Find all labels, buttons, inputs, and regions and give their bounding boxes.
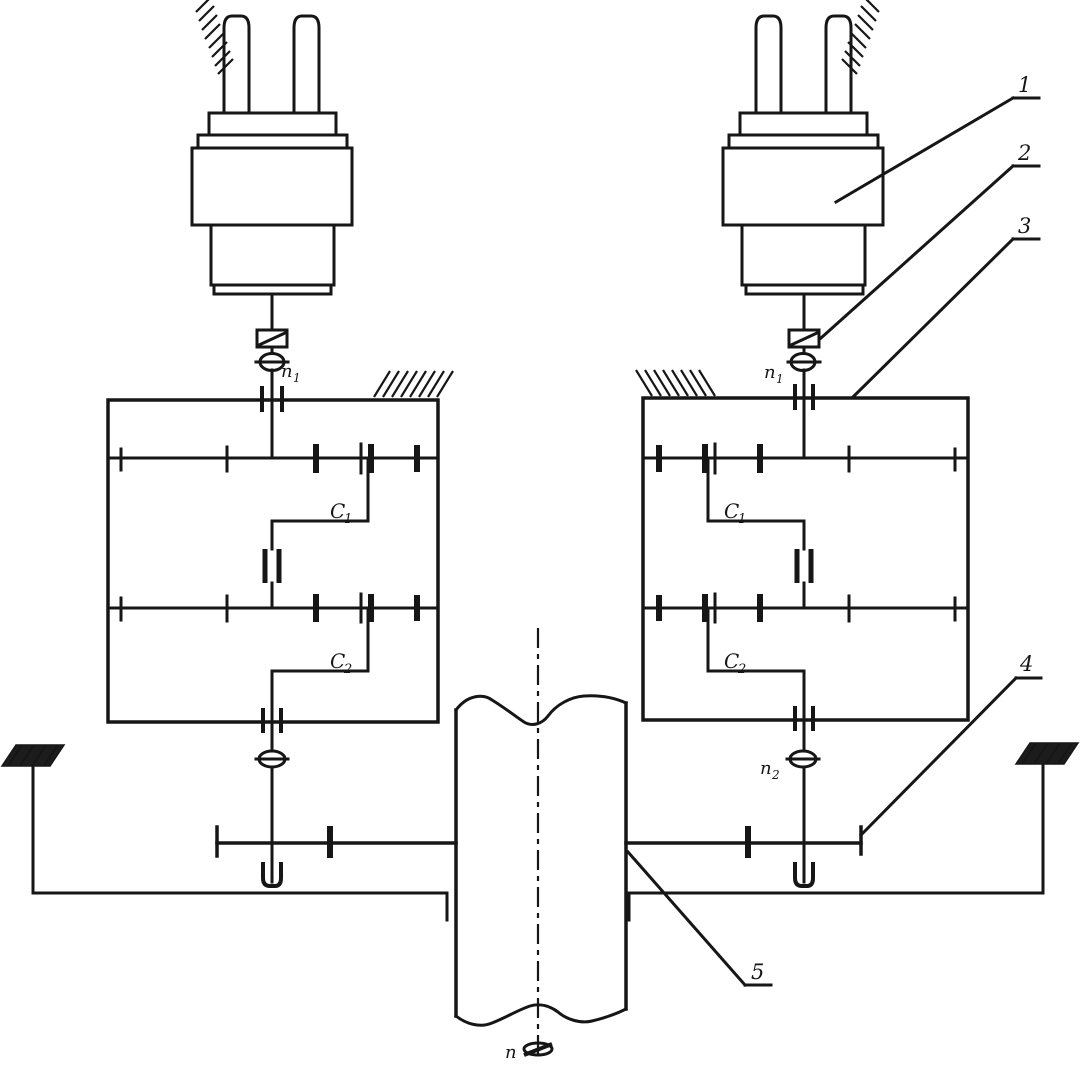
right-motor-lug-left bbox=[754, 14, 783, 118]
left-clutch-lower-sub: 2 bbox=[343, 662, 352, 677]
callout-1: 1 bbox=[833, 73, 1041, 205]
right-mount-hatch-icon bbox=[1014, 742, 1080, 765]
left-motor-lug-right bbox=[292, 14, 321, 118]
base-frame bbox=[0, 742, 1080, 922]
left-coupling bbox=[255, 328, 289, 349]
right-clutch-upper-sub: 1 bbox=[738, 512, 746, 527]
right-gearbox: C 1 C 2 bbox=[635, 369, 970, 884]
right-input-speed-sub: 1 bbox=[776, 372, 784, 386]
right-output-shaft bbox=[624, 749, 863, 888]
left-clutch-upper-label: C bbox=[330, 499, 345, 523]
callout-4: 4 bbox=[858, 652, 1043, 838]
left-motor bbox=[190, 0, 354, 332]
left-gearbox-wall-hatch-icon bbox=[373, 370, 454, 398]
right-speed-sensor bbox=[786, 345, 822, 460]
left-input-speed-label: n bbox=[281, 361, 293, 382]
right-coupling bbox=[787, 328, 821, 349]
left-speed-sensor bbox=[254, 345, 290, 460]
right-thrust-bearing bbox=[793, 862, 815, 888]
right-motor-lower bbox=[740, 223, 867, 287]
right-motor-cap bbox=[738, 111, 869, 137]
left-motor-wall-hatch-icon bbox=[195, 0, 234, 75]
left-clutch-lower-label: C bbox=[330, 649, 345, 673]
left-output-shaft bbox=[215, 749, 458, 888]
column-speed-label: n bbox=[505, 1042, 517, 1063]
left-motor-body bbox=[190, 146, 354, 227]
right-clutch-lower-sub: 2 bbox=[737, 662, 746, 677]
left-gearbox: C 1 C 2 bbox=[106, 370, 454, 884]
right-input-speed-label: n bbox=[764, 362, 776, 383]
right-motor-body bbox=[721, 146, 885, 227]
central-column bbox=[453, 628, 629, 1058]
right-gearbox-wall-hatch-icon bbox=[635, 369, 716, 397]
left-gearbox-lower-shaft bbox=[108, 592, 440, 624]
right-clutch-lower-label: C bbox=[724, 649, 739, 673]
right-gearbox-upper-shaft bbox=[643, 442, 968, 475]
left-thrust-bearing bbox=[261, 862, 283, 888]
column-break-bottom bbox=[453, 1003, 629, 1027]
rotation-arrow-icon bbox=[522, 1041, 554, 1057]
column-break-top bbox=[453, 694, 628, 726]
callout-5-label: 5 bbox=[751, 960, 764, 984]
left-motor-lower bbox=[209, 223, 336, 287]
left-motor-lug-left bbox=[222, 14, 251, 118]
left-clutch-upper-sub: 1 bbox=[344, 512, 352, 527]
right-output-speed-sub: 2 bbox=[771, 768, 780, 782]
right-motor bbox=[721, 0, 885, 332]
callout-3-label: 3 bbox=[1018, 214, 1031, 238]
right-gearbox-lower-shaft bbox=[643, 592, 968, 624]
left-clutch-upper bbox=[262, 549, 282, 583]
left-input-speed-sub: 1 bbox=[293, 371, 301, 385]
right-clutch-upper bbox=[794, 549, 814, 583]
right-motor-wall-hatch-icon bbox=[841, 0, 880, 75]
left-motor-cap bbox=[207, 111, 338, 137]
right-output-speed-label: n bbox=[760, 758, 772, 779]
callout-3: 3 bbox=[850, 214, 1041, 400]
callout-2: 2 bbox=[818, 141, 1041, 341]
left-gearbox-upper-shaft bbox=[108, 442, 440, 475]
right-motor-lug-right bbox=[824, 14, 853, 118]
right-clutch-upper-label: C bbox=[724, 499, 739, 523]
left-mount-hatch-icon bbox=[0, 744, 66, 767]
callout-1-label: 1 bbox=[1018, 73, 1031, 97]
callout-2-label: 2 bbox=[1017, 141, 1031, 165]
speed-labels: n 1 n 1 n 2 n bbox=[281, 361, 784, 1063]
callout-5: 5 bbox=[625, 849, 773, 988]
callout-4-label: 4 bbox=[1019, 652, 1033, 676]
